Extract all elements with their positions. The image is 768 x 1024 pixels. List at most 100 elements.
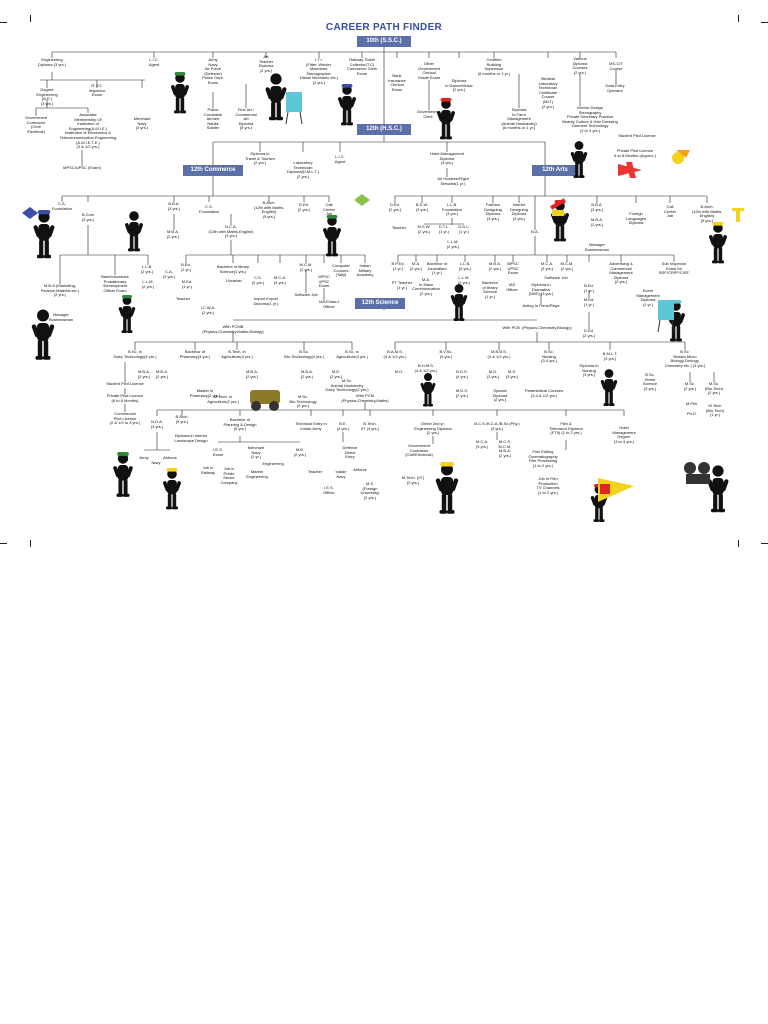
badge-12th-arts: 12th Arts [532, 165, 578, 176]
career-node-tally: Computer Courses (Tally) [332, 263, 350, 278]
career-node-msc1: M.Sc. (2 yrs.) [683, 381, 697, 391]
career-node-film-editing: Film Editing Cinematography Film Process… [528, 449, 558, 468]
career-node-mba-s1: M.B.A. (2 yrs.) [137, 369, 151, 379]
career-node-public-sector: Job in Public Sector Company [220, 466, 238, 485]
career-node-ms-foreign: M.S. (Foreign University) (2 yrs.) [360, 481, 380, 500]
career-node-gov-clerk: Government Clerk [416, 109, 440, 119]
pickaxe-icon [732, 208, 744, 222]
career-node-barch-a: B.Arch. (12th with Maths, English) (5 yr… [691, 204, 723, 223]
book-icon [22, 207, 38, 219]
career-node-navy: Navy [151, 460, 161, 465]
career-node-llm-a: L.L.M. (2 yrs.) [446, 239, 460, 249]
career-node-ms2: M.S. (3 yrs.) [505, 369, 519, 379]
career-node-nursing-dip: Diploma in Nursing (3 yrs.) [579, 363, 599, 378]
career-node-bds: B.D.S. (4 yrs.) [455, 369, 469, 379]
career-node-govt-contractor: Government Contractor (Civil/ Electrical… [24, 115, 48, 134]
career-node-air-hostess: Air Hostess/Flight Steward(1 yr.) [437, 176, 469, 186]
career-node-bed-c: B.Ed. (1 yr.) [180, 262, 192, 272]
career-node-mphil: M.Phil. [685, 401, 699, 406]
career-node-ba: B.A. [531, 229, 539, 234]
career-node-iti: I.T.I. (Fitter, Welder, Machinist, Steno… [299, 57, 339, 85]
career-node-ded-c: D.Ed. (2 yrs.) [297, 202, 311, 212]
figure-artist [265, 73, 287, 121]
career-node-hotel: Hotel Management Diploma (3 yrs.) [430, 151, 464, 166]
career-node-mba-a2: M.B.A. (2 yrs.) [488, 261, 502, 271]
figure-doctor [420, 373, 436, 407]
career-node-mbbs: M.B.B.S. (4 & 1/2 yrs.) [487, 349, 511, 359]
career-node-call-centre: Call Center Job [322, 202, 336, 217]
crop-mark [761, 543, 768, 544]
figure-call-center [323, 215, 341, 257]
career-node-private-pilot: Private Pilot Licence (6 to 8 Months) [106, 393, 144, 403]
career-node-merchant-navy-s: Merchant Navy (1 yr.) [247, 445, 265, 460]
career-node-nda: N.D.A. (3 yrs.) [150, 419, 164, 429]
career-node-officer: IAS/Class-I Officer [318, 299, 340, 309]
career-node-import-export: Import Export Diploma(1 yr.) [253, 296, 279, 306]
career-node-dmlt: Laboratory Technician Diploma(D.M.L.T.) … [286, 160, 320, 179]
career-node-marine: Marine Engineering [246, 469, 268, 479]
career-node-mba-s4: M.B.A. (2 yrs.) [300, 369, 314, 379]
career-node-army: Army Navy Air Force (Defense) Police Dep… [202, 57, 224, 85]
career-node-railway: Railway Ticket Collector(T.C) Commerce C… [346, 57, 378, 76]
career-node-mca-s: M.C.A. (3 yrs.) [475, 439, 489, 449]
career-node-call-a: Call Center Job [663, 204, 677, 219]
career-node-llb-found: L.L.B. Foundation (3 yrs.) [441, 202, 463, 217]
career-node-foreign: Foreign Languages Diploma [626, 211, 646, 226]
career-node-mscit: MS-CIT Course [609, 61, 623, 71]
career-node-mba-fin: M.B.A.(Marketing, Finance,Material etc.)… [40, 283, 80, 298]
career-node-bams: B.A.M.S. (4 & 1/2 yrs.) [383, 349, 407, 359]
figure-army-cadet [171, 72, 189, 114]
figure-journalist [450, 284, 468, 321]
career-node-army: Army [139, 455, 149, 460]
career-node-mtech-agri: M.Tech. in Agriculture(2 yrs.) [207, 394, 239, 404]
crop-mark [0, 22, 7, 23]
badge-12th-science: 12th Science [355, 298, 405, 309]
career-node-bped: B.P.Ed. (1 yr.) [391, 261, 405, 271]
figure-manager [31, 309, 55, 360]
career-node-travel: Diploma in Travel & Tourism (2 yrs.) [245, 151, 275, 166]
career-node-llb-c: L.L.B. (2 yrs.) [140, 264, 154, 274]
crop-mark [30, 15, 31, 22]
career-node-ded-a: D.Ed. (2 yrs.) [388, 202, 402, 212]
career-node-barch-c: B.Arch. (12th with Maths, English) (5 yr… [253, 200, 285, 219]
career-node-phd: Ph.D. [686, 411, 698, 416]
airplane-icon [618, 162, 642, 178]
career-node-msc-bio: M.Sc. Bio-Technology (2 yrs.) [289, 394, 317, 409]
career-node-ded-a2: D.Ed. (2 yrs.) [582, 328, 596, 338]
career-node-mcs: M.C.S. M.C.M. M.B.A. (2 yrs.) [498, 439, 512, 458]
career-node-railway-job: Job in Railway [200, 465, 216, 475]
figure-cameraman [707, 465, 729, 513]
career-node-med-c: M.Ed. (1 yr.) [181, 279, 193, 289]
career-node-bba: B.B.A. (3 yrs.) [167, 201, 181, 211]
badge-10th: 10th (S.S.C.) [357, 36, 411, 47]
career-node-mpsc-c: MPSC UPSC Exam [318, 274, 330, 289]
career-node-pcm: With PCM (Physics,Chemistry,Maths) [341, 393, 389, 403]
career-node-acting: Acting In Films/Plays [522, 303, 560, 308]
career-node-btech-agri: B.Tech. in Agriculture(4 yrs.) [221, 349, 253, 359]
career-node-bpharm: Bachelor of Pharmacy(3 yrs.) [179, 349, 211, 359]
career-node-bsc-agri: B.Sc. in Agriculture(4 yrs.) [336, 349, 368, 359]
career-node-mds: M.D.S. (2 yrs.) [455, 388, 469, 398]
career-node-bsw: B.S.W. (3 yrs.) [415, 202, 429, 212]
career-node-merchant-navy: Merchant Navy (3 yrs.) [133, 116, 151, 131]
easel-icon [285, 92, 303, 125]
career-node-ca: C.A. (3 yrs.) [162, 269, 176, 279]
career-node-bcs: B.C.S./B.C.A./B.Sc.(Phy.) (3 yrs.) [474, 421, 520, 431]
film-camera-icon [684, 462, 710, 484]
career-node-mca-a: M.C.A. (3 yrs.) [540, 261, 554, 271]
career-node-engineering: Engineering [262, 461, 284, 466]
career-node-llm-a2: L.L.M. (2 yrs.) [457, 275, 471, 285]
page-title: CAREER PATH FINDER [325, 22, 443, 33]
career-node-special: Special Diploma (2 yrs.) [492, 388, 508, 403]
figure-airforce [163, 468, 181, 510]
career-node-interior: Interior Design Stenography Private Secr… [562, 105, 618, 133]
career-node-med-a: M.Ed. (1 yr.) [583, 297, 595, 307]
career-node-msc2: M.Sc. (Bio-Tech) (2 yrs.) [704, 381, 724, 396]
career-node-teacher-s: Teacher [307, 469, 323, 474]
career-node-librarian: Librarian [226, 278, 242, 283]
career-node-blib: Bachelor in library Science(1 yrs.) [216, 264, 250, 274]
career-node-film-dip: Film & Television Diploma (FTII) (1 to 2… [549, 421, 583, 436]
book-icon [354, 194, 370, 206]
career-node-fine-art: Fine Art / Commercial Art Diploma (5 yrs… [235, 107, 257, 131]
career-node-bcom: B.Com (3 yrs.) [81, 212, 95, 222]
